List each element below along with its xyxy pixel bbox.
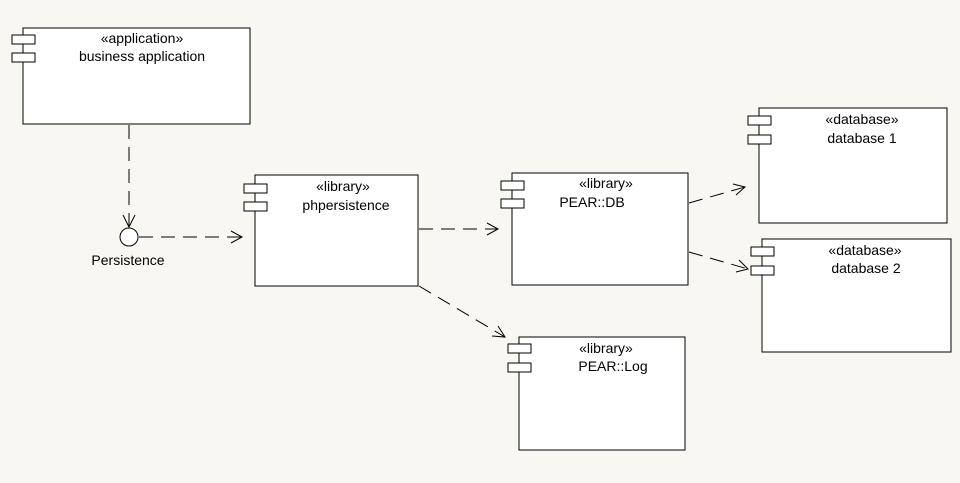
component-tab-icon: [747, 115, 772, 126]
component-stereotype: «database»: [828, 242, 901, 258]
component-phpersistence[interactable]: «library» phpersistence: [243, 174, 419, 287]
component-tab-icon: [747, 134, 772, 145]
arrowhead-icon: [122, 214, 136, 229]
interface-label: Persistence: [91, 252, 164, 268]
component-database-2[interactable]: «database» database 2: [750, 238, 952, 353]
component-body: [511, 172, 689, 286]
dependency-line: [688, 251, 749, 270]
component-tab-icon: [243, 201, 268, 212]
arrowhead-icon: [732, 183, 747, 196]
interface-circle-icon: [119, 227, 139, 247]
component-tab-icon: [500, 180, 525, 191]
dependency-pear-db-to-database-1[interactable]: [688, 183, 747, 204]
dependency-line: [418, 285, 506, 338]
component-stereotype: «library»: [579, 340, 633, 356]
component-name: PEAR::DB: [559, 194, 624, 210]
component-body: [758, 107, 948, 224]
arrowhead-icon: [491, 325, 506, 338]
dependency-phpersistence-to-pear-log[interactable]: [418, 285, 506, 338]
component-tab-icon: [750, 265, 775, 276]
dependency-phpersistence-to-pear-db[interactable]: [419, 222, 500, 236]
component-name: database 1: [827, 130, 896, 146]
component-stereotype: «library»: [579, 175, 633, 191]
component-body: [254, 174, 419, 287]
component-tab-icon: [243, 183, 268, 194]
component-pear-log[interactable]: «library» PEAR::Log: [507, 336, 686, 451]
component-stereotype: «application»: [101, 30, 184, 46]
arrowhead-icon: [735, 259, 749, 273]
dependency-line: [688, 186, 746, 204]
arrowhead-icon: [230, 230, 244, 244]
component-pear-db[interactable]: «library» PEAR::DB: [500, 172, 689, 286]
component-database-1[interactable]: «database» database 1: [747, 107, 948, 224]
component-business-application[interactable]: «application» business application: [11, 27, 251, 125]
component-stereotype: «library»: [316, 178, 370, 194]
component-tab-icon: [11, 52, 36, 63]
component-tab-icon: [11, 34, 36, 45]
component-name: PEAR::Log: [578, 358, 647, 374]
component-stereotype: «database»: [825, 111, 898, 127]
component-body: [518, 336, 686, 451]
dependency-pear-db-to-database-2[interactable]: [688, 251, 749, 273]
component-body: [761, 238, 952, 353]
component-tab-icon: [750, 246, 775, 257]
component-body: [22, 27, 251, 125]
component-name: phpersistence: [302, 197, 389, 213]
dependency-persistence-to-phpersistence[interactable]: [139, 230, 244, 244]
component-tab-icon: [507, 343, 532, 354]
component-tab-icon: [507, 362, 532, 373]
component-tab-icon: [500, 198, 525, 209]
arrowhead-icon: [486, 222, 500, 236]
dependency-app-to-persistence[interactable]: [122, 125, 136, 229]
component-name: business application: [79, 48, 205, 64]
component-name: database 2: [831, 260, 900, 276]
interface-persistence[interactable]: Persistence: [91, 227, 165, 268]
